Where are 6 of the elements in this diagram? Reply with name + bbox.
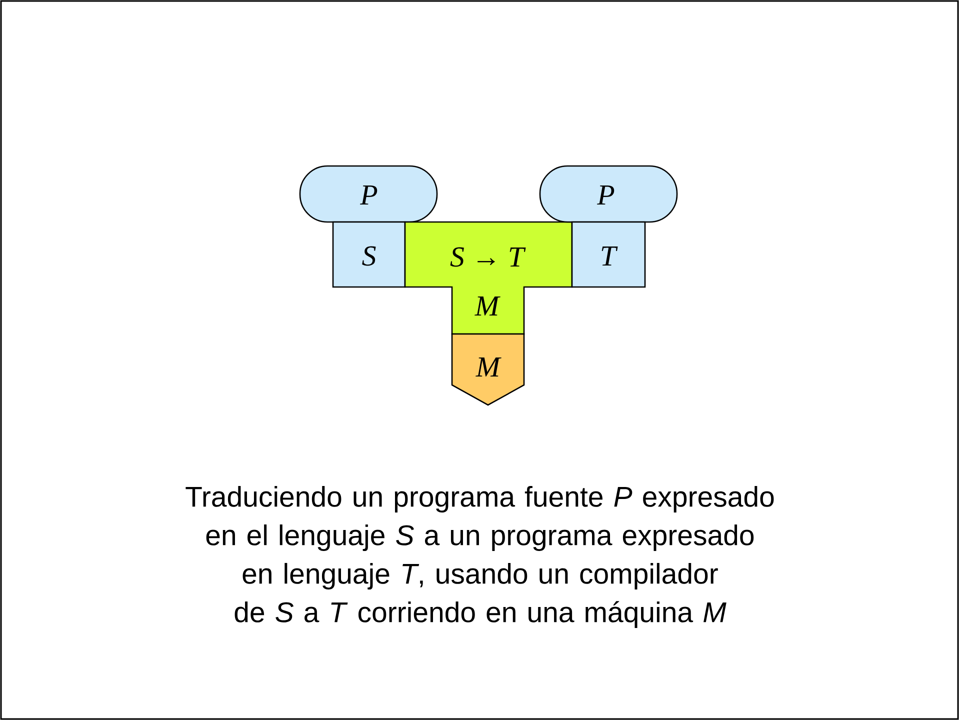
language-box: S bbox=[332, 221, 406, 288]
program-capsule: P bbox=[299, 165, 438, 223]
caption: Traduciendo un programa fuente P expresado en el lenguaje S a un programa expresado en lenguaje T, usando un compilador de S a T corriendo en una máquina M bbox=[186, 486, 774, 628]
program-capsule: P bbox=[539, 165, 678, 223]
machine-pentagon: M bbox=[451, 333, 525, 406]
language-box: T bbox=[571, 221, 646, 288]
